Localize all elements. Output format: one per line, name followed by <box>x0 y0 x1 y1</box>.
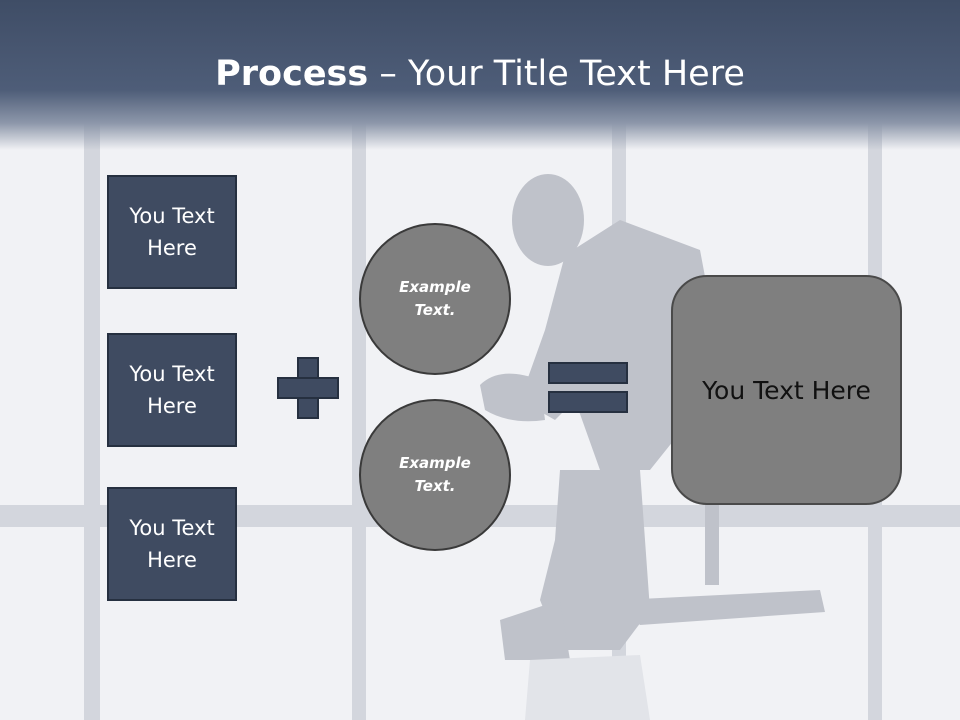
equals-icon-bottom <box>548 391 628 413</box>
title-bar <box>0 0 960 150</box>
title-bold: Process <box>215 54 369 94</box>
plus-icon-horizontal <box>277 377 339 399</box>
circle-2-text: Example Text. <box>399 454 471 495</box>
title-rest: – Your Title Text Here <box>368 54 745 94</box>
left-box-1: You Text Here <box>107 175 237 289</box>
equals-icon-top <box>548 362 628 384</box>
circle-1: Example Text. <box>359 223 511 375</box>
circle-2: Example Text. <box>359 399 511 551</box>
left-box-2-text: You Text Here <box>129 362 215 418</box>
result-text: You Text Here <box>702 375 871 405</box>
result-box: You Text Here <box>671 275 902 505</box>
left-box-2: You Text Here <box>107 333 237 447</box>
left-box-3-text: You Text Here <box>129 516 215 572</box>
circle-1-text: Example Text. <box>399 278 471 319</box>
left-box-3: You Text Here <box>107 487 237 601</box>
left-box-1-text: You Text Here <box>129 204 215 260</box>
slide-title: Process – Your Title Text Here <box>0 52 960 96</box>
